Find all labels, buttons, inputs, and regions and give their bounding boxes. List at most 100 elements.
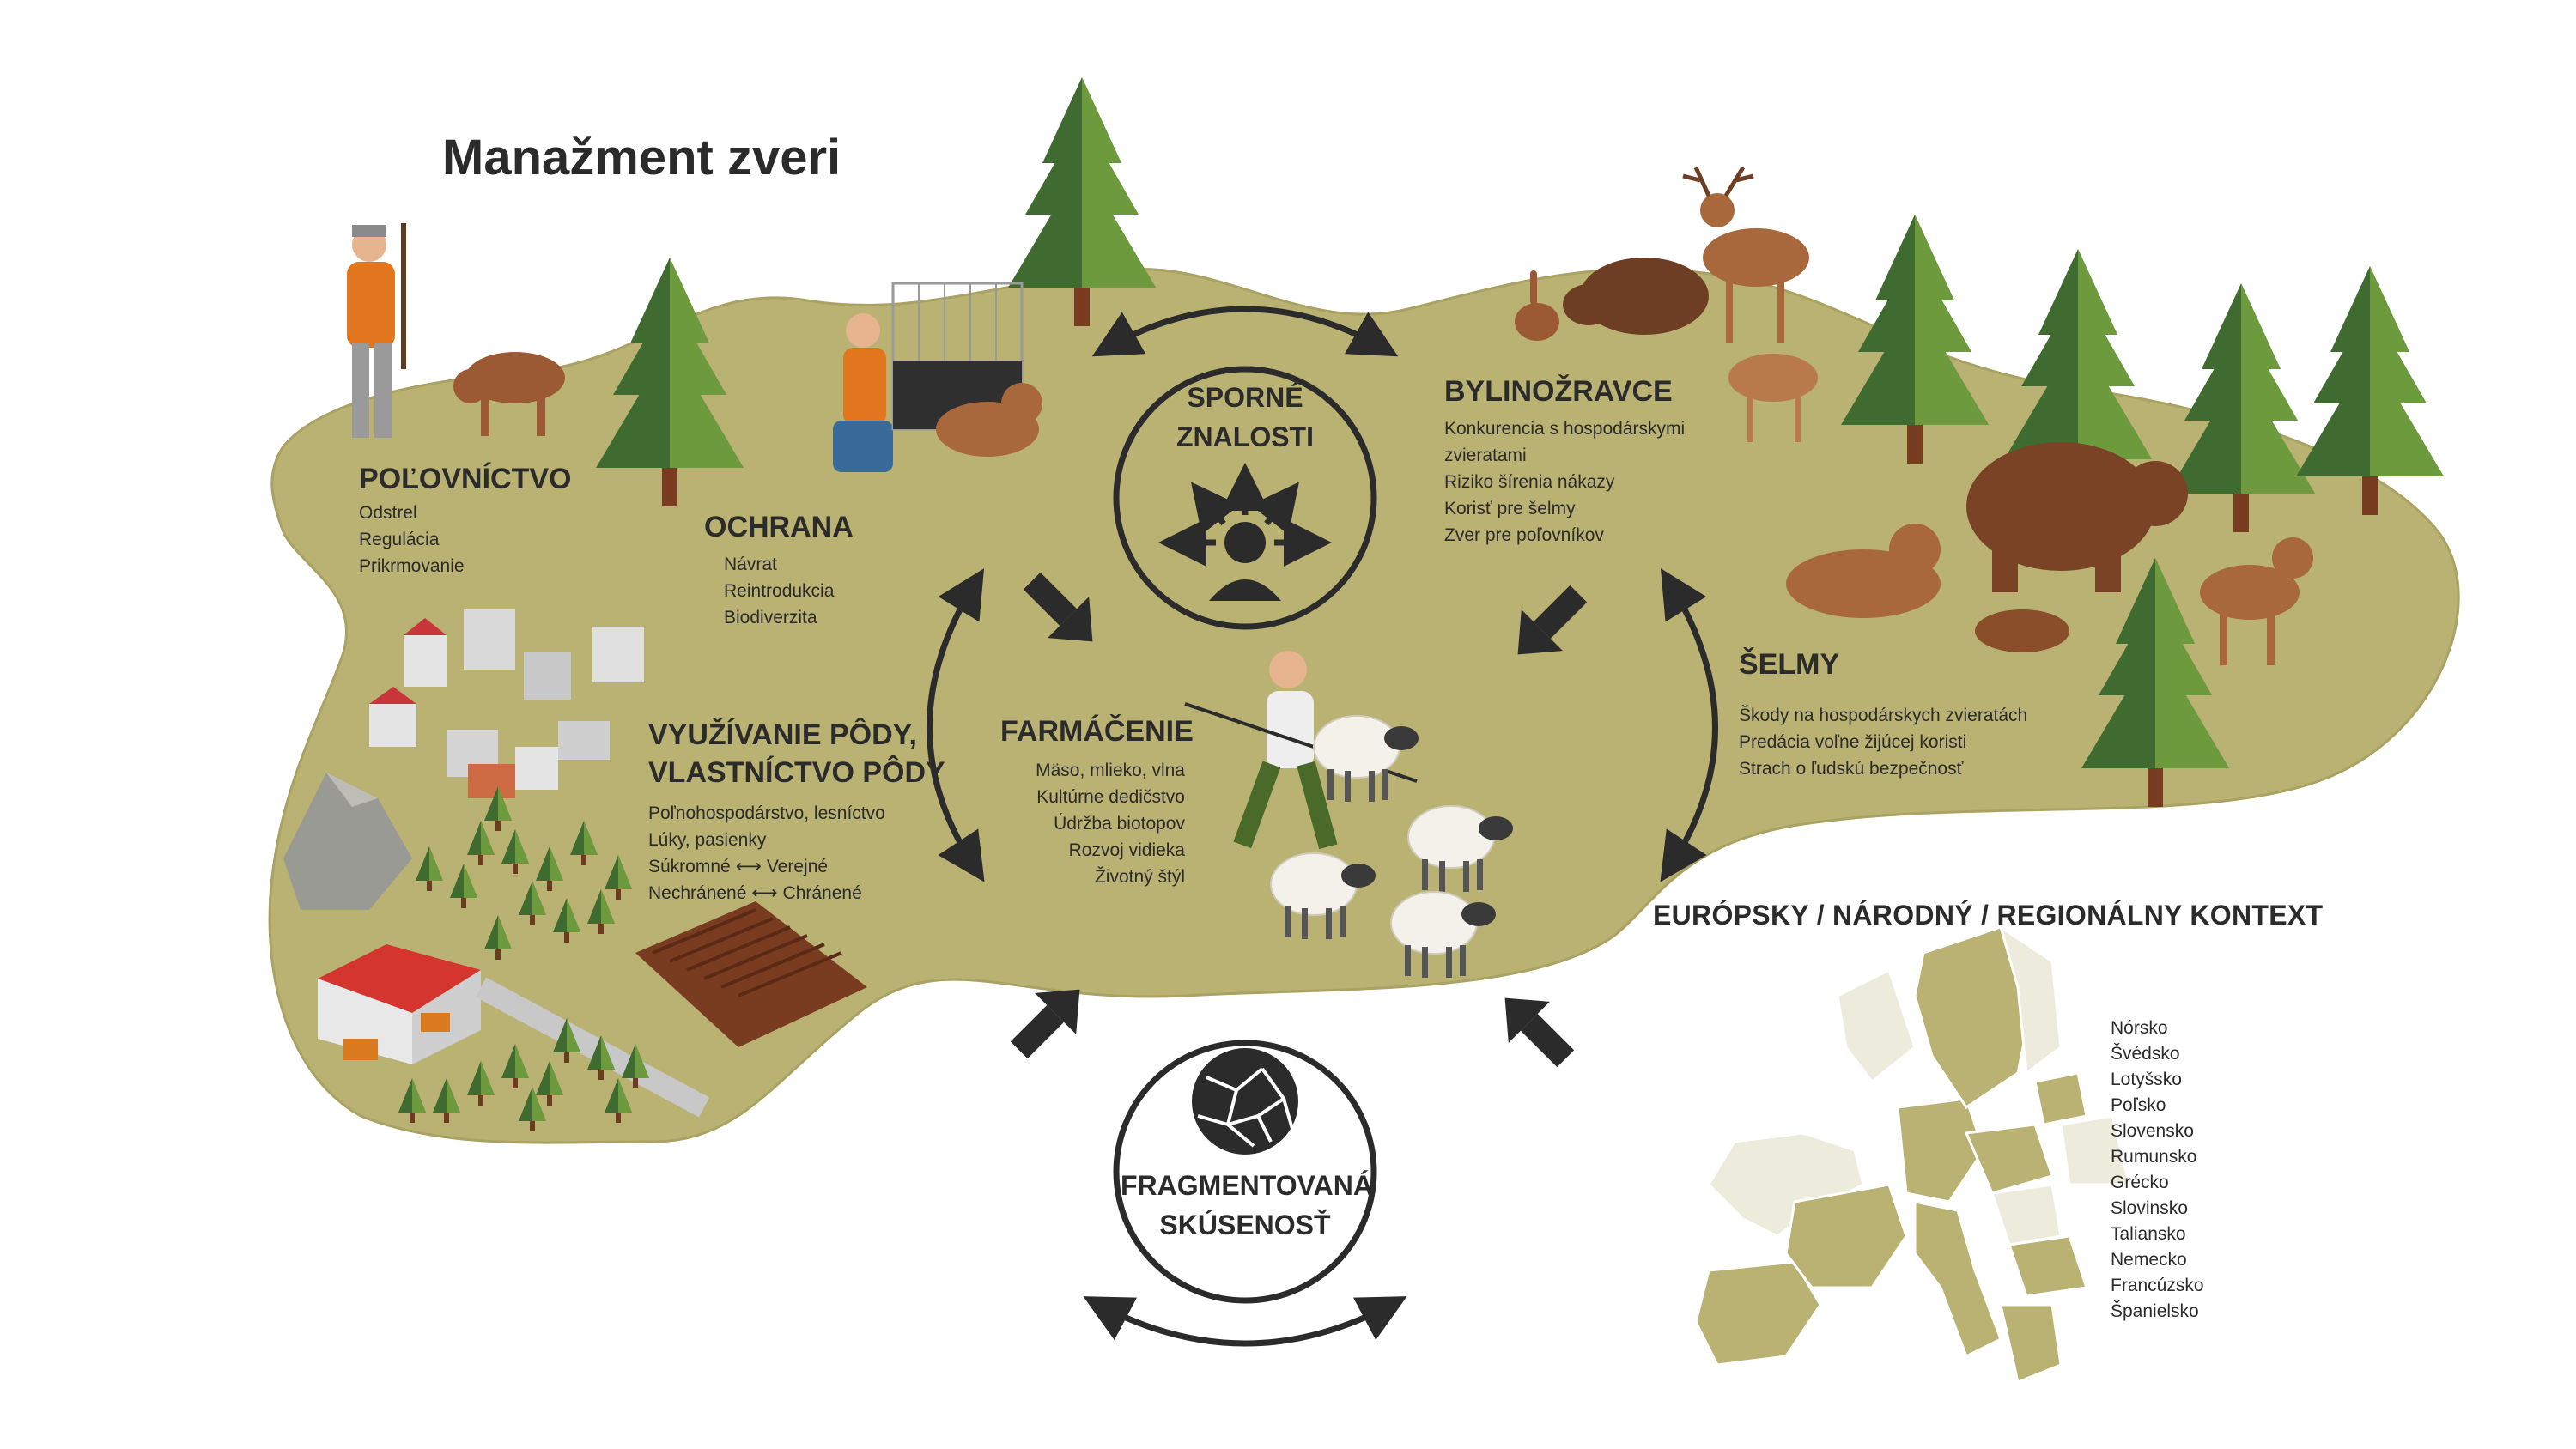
protection-item: Reintrodukcia [724,581,835,601]
pair-left: Súkromné [648,857,731,876]
fragmented-experience-line2: SKÚSENOSŤ [1159,1210,1331,1240]
fragmented-experience-line1: FRAGMENTOVANÁ [1121,1170,1373,1201]
farming-item: Životný štýl [1094,867,1185,887]
land-use-item: Poľnohospodárstvo, lesníctvo [648,803,885,823]
herbivores-item: Korisť pre šelmy [1444,499,1576,518]
pair-right: Chránené [782,883,862,903]
hare [1515,270,1559,341]
diagonal-arrow [1010,989,1080,1059]
protection-item: Návrat [724,555,777,574]
context-title: EURÓPSKY / NÁRODNÝ / REGIONÁLNY KONTEXT [1653,900,2324,931]
curved-double-arrow [927,568,985,882]
double-arrow-icon: ⟷ [735,857,762,876]
pair-right: Verejné [766,857,829,876]
carnivores-item: Škody na hospodárskych zvieratách [1739,706,2028,725]
map-region [1896,1097,1985,1203]
land-use-pair: Nechránené⟷Chránené [648,880,885,906]
map-region [2008,1234,2088,1298]
rocky-hills [283,773,412,910]
map-region [1990,1183,2063,1246]
roe-deer [1728,354,1818,442]
herbivores-item: zvieratami [1444,446,1527,465]
conservationist-figure [833,313,893,472]
protection-item: Biodiverzita [724,608,817,627]
cracked-stone-icon [1192,1048,1298,1155]
country-item: Nórsko [2111,1018,2168,1038]
country-item: Rumunsko [2111,1147,2197,1167]
carnivores-items: Škody na hospodárskych zvieratách Predác… [1739,702,2027,782]
hunting-item: Odstrel [359,503,417,523]
map-region [1694,1260,1822,1367]
farm-buildings [318,944,481,1064]
road [475,977,710,1118]
country-item: Taliansko [2111,1224,2186,1244]
farming-item: Rozvoj vidieka [1068,840,1185,860]
fragmented-experience-label: FRAGMENTOVANÁ SKÚSENOSŤ [1121,1166,1373,1245]
carnivores-item: Strach o ľudskú bezpečnosť [1739,759,1964,779]
page-title: Manažment zveri [442,130,841,185]
map-region [1964,1123,2054,1195]
herbivores-item: Zver pre poľovníkov [1444,525,1604,545]
land-use-pair: Súkromné⟷Verejné [648,853,885,880]
country-item: Slovensko [2111,1121,2194,1141]
land-use-item: Lúky, pasienky [648,830,767,850]
heading-herbivores: BYLINOŽRAVCE [1444,375,1673,408]
country-item: Lotyšsko [2111,1070,2182,1089]
map-region [1836,967,1917,1084]
curved-double-arrow [1660,568,1718,882]
heading-land-use-line2: VLASTNÍCTVO PÔDY [648,756,945,789]
hunter-figure [347,223,406,438]
heading-land-use-line1: VYUŽÍVANIE PÔDY, [648,718,917,751]
map-region [1998,924,2063,1076]
brown-bear [1966,442,2188,592]
country-item: Poľsko [2111,1095,2166,1115]
lynx [936,383,1042,457]
hunting-item: Prikrmovanie [359,556,465,576]
pair-left: Nechránené [648,883,747,903]
country-item: Francúzsko [2111,1276,2204,1295]
heading-carnivores: ŠELMY [1739,648,1840,681]
wolverine [1975,609,2069,652]
contested-knowledge-line2: ZNALOSTI [1176,421,1314,452]
farming-item: Kultúrne dedičstvo [1036,787,1185,807]
village [369,609,644,798]
curved-double-arrow [1091,306,1399,357]
country-item: Španielsko [2111,1301,2199,1321]
carnivores-item: Predácia voľne žijúcej koristi [1739,732,1967,752]
hunting-dog [453,352,565,436]
heading-farming: FARMÁČENIE [1000,715,1194,748]
country-item: Grécko [2111,1173,2169,1192]
heading-protection: OCHRANA [704,511,854,543]
contested-knowledge-line1: SPORNÉ [1187,382,1303,413]
map-region [2033,1071,2088,1126]
map-region [2059,1114,2131,1186]
protection-items: Návrat Reintrodukcia Biodiverzita [724,551,834,631]
diagonal-arrow [1517,585,1588,655]
hunting-item: Regulácia [359,530,440,549]
diagonal-arrow [1023,572,1093,642]
map-region [1913,1200,2002,1359]
curved-double-arrow [1083,1296,1407,1347]
map-region [1784,1183,1908,1289]
contested-knowledge-label: SPORNÉ ZNALOSTI [1142,378,1348,457]
farming-item: Údržba biotopov [1054,814,1185,834]
herbivores-items: Konkurencia s hospodárskymi zvieratami R… [1444,415,1685,549]
wolf [2200,537,2313,665]
red-deer [1682,166,1809,343]
heading-hunting: POĽOVNÍCTVO [359,463,572,495]
europe-map [1694,924,2131,1385]
farming-item: Mäso, mlieko, vlna [1036,761,1185,780]
map-region [1999,1303,2063,1385]
double-arrow-icon: ⟷ [751,883,778,903]
country-item: Slovinsko [2111,1198,2188,1218]
herbivores-item: Konkurencia s hospodárskymi [1444,419,1686,439]
hunting-items: Odstrel Regulácia Prikrmovanie [359,500,465,579]
wild-boar [1563,258,1709,335]
herbivores-item: Riziko šírenia nákazy [1444,472,1615,492]
land-use-items: Poľnohospodárstvo, lesníctvo Lúky, pasie… [648,800,885,906]
farming-items: Mäso, mlieko, vlna Kultúrne dedičstvo Úd… [979,757,1185,890]
country-list: Nórsko Švédsko Lotyšsko Poľsko Slovensko… [2111,1016,2204,1325]
country-item: Nemecko [2111,1250,2187,1270]
